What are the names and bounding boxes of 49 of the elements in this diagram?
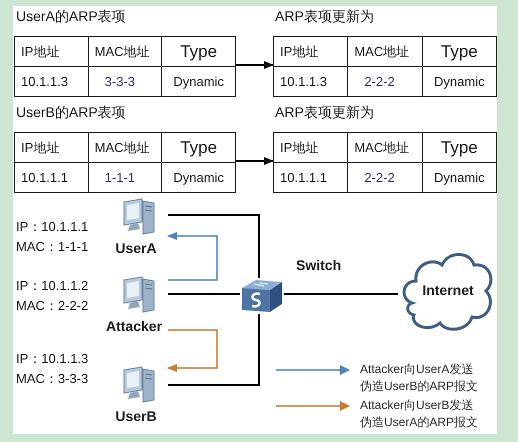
table-heading: UserA的ARP表项 (16, 8, 126, 26)
legend-text: Attacker向UserB发送伪造UserA的ARP报文 (360, 397, 480, 431)
address-label: IP：10.1.1.3 (16, 350, 88, 368)
header-cell: IP地址 (274, 36, 348, 66)
header-cell: IP地址 (274, 132, 348, 162)
connection-line (168, 214, 260, 278)
table-cell: Dynamic (162, 66, 236, 96)
header-cell: Type (162, 132, 236, 162)
device-label: UserA (114, 240, 158, 256)
header-cell: MAC地址 (348, 132, 422, 162)
table-cell: 1-1-1 (88, 162, 162, 192)
table-cell: Dynamic (422, 162, 496, 192)
cloud-label: Internet (421, 282, 475, 298)
address-label: MAC：3-3-3 (16, 370, 88, 388)
header-cell: IP地址 (14, 36, 88, 66)
device-label: Switch (296, 256, 342, 275)
table-cell: 2-2-2 (348, 66, 422, 96)
table-heading: ARP表项更新为 (275, 104, 374, 122)
header-cell: MAC地址 (88, 132, 162, 162)
header-cell: Type (422, 36, 496, 66)
arrow (236, 61, 274, 69)
address-label: MAC：2-2-2 (16, 297, 88, 315)
connection-line (168, 314, 260, 386)
header-cell: Type (162, 36, 236, 66)
address-label: MAC：1-1-1 (16, 238, 88, 256)
table-cell: 3-3-3 (88, 66, 162, 96)
table-cell: 2-2-2 (348, 162, 422, 192)
legend-text: Attacker向UserA发送伪造UserB的ARP报文 (360, 361, 480, 395)
arrow (236, 157, 274, 165)
table-cell: Dynamic (422, 66, 496, 96)
header-cell: IP地址 (14, 132, 88, 162)
address-label: IP：10.1.1.1 (16, 218, 88, 236)
device-label: UserB (114, 408, 158, 424)
table-cell: 10.1.1.3 (14, 66, 88, 96)
arrow (167, 329, 218, 372)
header-cell: MAC地址 (88, 36, 162, 66)
table-cell: 10.1.1.1 (274, 162, 348, 192)
arrow (167, 232, 218, 281)
table-cell: 10.1.1.1 (14, 162, 88, 192)
connection-line (168, 293, 240, 295)
address-label: IP：10.1.1.2 (16, 277, 88, 295)
table-cell: Dynamic (162, 162, 236, 192)
table-heading: ARP表项更新为 (275, 8, 374, 26)
table-cell: 10.1.1.3 (274, 66, 348, 96)
table-heading: UserB的ARP表项 (16, 104, 126, 122)
header-cell: Type (422, 132, 496, 162)
header-cell: MAC地址 (348, 36, 422, 66)
device-label: Attacker (104, 318, 164, 334)
connection-line (284, 293, 398, 295)
